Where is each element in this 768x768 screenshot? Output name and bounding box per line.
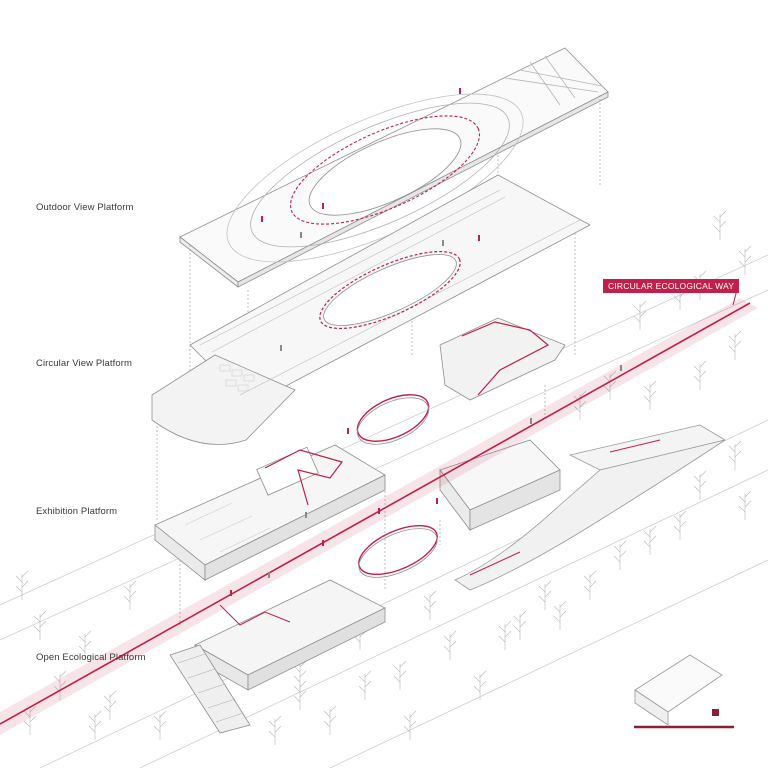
- exhibition-platform-slab: [154, 444, 386, 581]
- tree-icon: [673, 510, 687, 540]
- tree-icon: [393, 660, 407, 690]
- tree-icon: [358, 670, 372, 700]
- circular-red-route: [319, 250, 461, 330]
- tree-icon: [713, 210, 727, 240]
- tree-icon: [643, 525, 657, 555]
- circular-red-stair-route: [461, 321, 550, 396]
- label-open-ecological-platform: Open Ecological Platform: [36, 652, 146, 663]
- tree-icon: [498, 620, 512, 650]
- tree-icon: [293, 680, 307, 710]
- lower-stair-lines: [177, 653, 244, 723]
- floating-ring: [356, 394, 430, 445]
- tree-icon: [693, 470, 707, 500]
- tree-icon: [103, 690, 117, 720]
- tree-icon: [738, 490, 752, 520]
- tree-icon: [123, 580, 137, 610]
- central-pavilion: [439, 439, 561, 532]
- label-exhibition-platform: Exhibition Platform: [36, 506, 118, 517]
- tree-icon: [728, 440, 742, 470]
- label-outdoor-view-platform: Outdoor View Platform: [36, 202, 134, 213]
- tree-icon: [88, 710, 102, 740]
- tree-icon: [643, 380, 657, 410]
- people-markers: [230, 88, 480, 596]
- landscape-ramp: [454, 424, 727, 591]
- parked-vehicle-block: [634, 654, 723, 726]
- circular-view-platform-slab: [151, 174, 591, 445]
- lower-ring: [358, 524, 438, 578]
- tree-icon: [553, 600, 567, 630]
- tree-icon: [513, 610, 527, 640]
- tree-icon: [613, 540, 627, 570]
- outdoor-red-route: [289, 115, 481, 225]
- tree-icon: [728, 330, 742, 360]
- gray-people-markers: [268, 232, 622, 578]
- ramp-red-arrows: [469, 439, 661, 576]
- tree-icon: [693, 360, 707, 390]
- open-red-route: [219, 604, 291, 626]
- tree-icon: [268, 715, 282, 745]
- tree-icon: [15, 570, 29, 600]
- tree-icon: [23, 705, 37, 735]
- tree-icon: [538, 580, 552, 610]
- tree-icon: [443, 630, 457, 660]
- scale-mark-icon: [712, 709, 719, 716]
- tree-icon: [153, 710, 167, 740]
- tree-icon: [738, 245, 752, 275]
- tree-icon: [633, 300, 647, 330]
- tree-icon: [403, 710, 417, 740]
- label-circular-view-platform: Circular View Platform: [36, 358, 132, 369]
- tree-icon: [33, 610, 47, 640]
- tree-icon: [423, 590, 437, 620]
- circular-ecological-way-band: [0, 298, 758, 735]
- outdoor-view-platform-slab: [179, 47, 609, 288]
- tree-icon: [323, 705, 337, 735]
- tree-icon: [603, 370, 617, 400]
- tree-icon: [473, 670, 487, 700]
- tree-icon: [583, 570, 597, 600]
- scale-bar: [634, 709, 734, 729]
- circular-ecological-way-callout: CIRCULAR ECOLOGICAL WAY: [603, 279, 740, 293]
- exhibition-red-route: [264, 449, 344, 506]
- tree-icon: [78, 630, 92, 660]
